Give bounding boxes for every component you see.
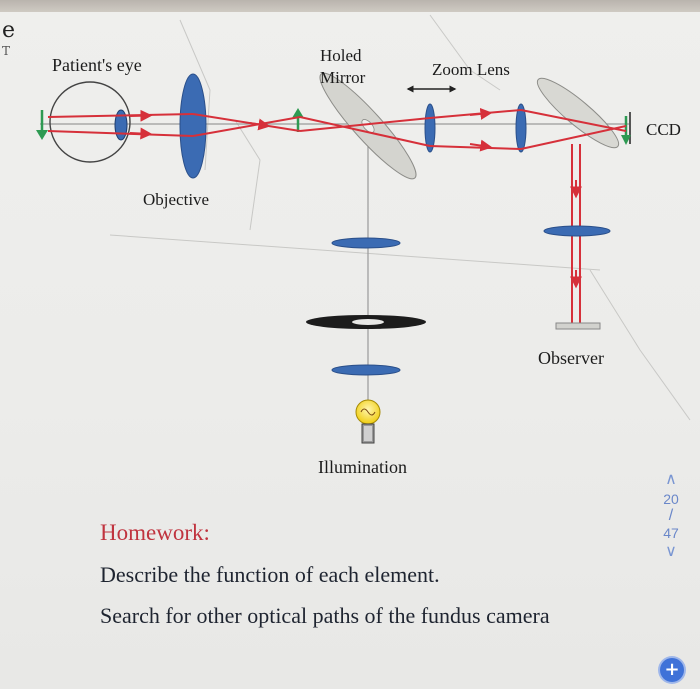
zoom-lens-2	[515, 103, 527, 153]
page-separator: /	[668, 507, 674, 524]
margin-mark: T	[2, 44, 11, 58]
observer-plate	[555, 322, 601, 330]
annular-aperture	[306, 315, 426, 329]
chevron-up-icon[interactable]: ∧	[665, 471, 677, 488]
add-button[interactable]: +	[660, 658, 684, 682]
imaging-rays	[47, 109, 627, 150]
homework-heading: Homework:	[100, 520, 210, 545]
page-navigator: ∧ 20 / 47 ∨	[651, 470, 691, 562]
label-holed: Holed	[320, 46, 362, 65]
ray-arrowheads	[129, 107, 493, 152]
flip-mirror	[536, 77, 620, 149]
homework-line-2: Search for other optical paths of the fu…	[100, 603, 550, 628]
homework-line-1: Describe the function of each element.	[100, 562, 440, 587]
top-edge	[0, 0, 700, 12]
total-pages: 47	[663, 525, 679, 541]
label-mirror: Mirror	[320, 68, 366, 87]
label-objective: Objective	[143, 190, 210, 209]
observer-lens	[543, 225, 611, 237]
chevron-down-icon[interactable]: ∨	[665, 543, 677, 560]
patients-eye	[49, 81, 131, 163]
illumination-lens-1	[331, 237, 401, 249]
objective-lens	[179, 73, 207, 179]
illumination-lens-2	[331, 364, 401, 376]
margin-letter: e	[2, 18, 16, 43]
label-ccd: CCD	[646, 120, 681, 139]
label-illumination: Illumination	[318, 457, 407, 477]
label-patients-eye: Patient's eye	[52, 55, 142, 75]
current-page: 20	[663, 491, 679, 507]
holed-mirror	[319, 72, 417, 180]
bulb-icon	[355, 399, 381, 444]
label-observer: Observer	[538, 348, 604, 368]
plus-icon: +	[664, 659, 680, 680]
label-zoom-lens: Zoom Lens	[432, 60, 510, 79]
zoom-lens-1	[424, 103, 436, 153]
